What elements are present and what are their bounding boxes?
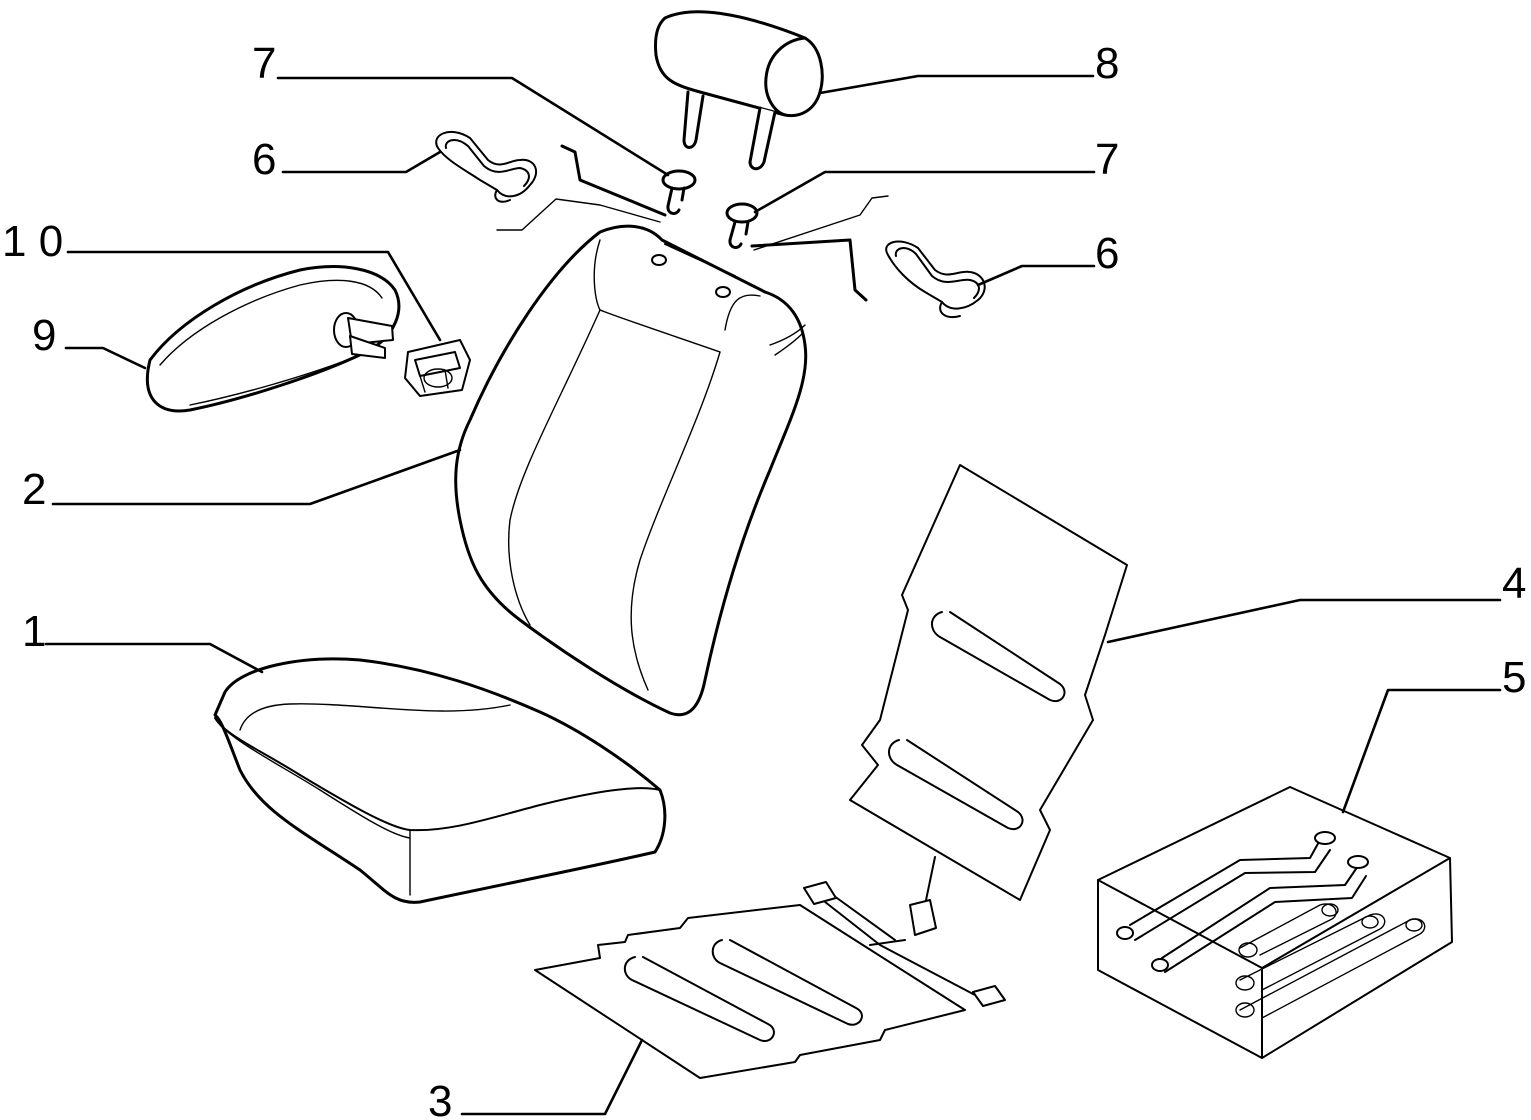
callout-7-right: 7 (1095, 135, 1119, 184)
callout-2: 2 (22, 465, 46, 514)
part-5-heating-element-kit (1097, 786, 1453, 1059)
callout-8: 8 (1095, 39, 1119, 88)
callout-9: 9 (32, 311, 56, 360)
part-1-seat-cushion (213, 657, 667, 904)
leader-lines (44, 74, 1502, 1116)
part-7-guide-left (661, 169, 697, 215)
callout-3: 3 (428, 1077, 452, 1120)
part-2-backrest (454, 224, 808, 717)
part-8-headrest (654, 10, 824, 171)
part-6-clip-left (435, 131, 538, 203)
callout-6-right: 6 (1095, 229, 1119, 278)
callout-7-left: 7 (252, 39, 276, 88)
part-9-side-cover (145, 265, 401, 413)
part-3-seat-heating-pad (534, 881, 1006, 1079)
part-7-guide-right (725, 202, 759, 249)
part-6-clip-right (885, 240, 986, 318)
part-4-back-heating-pad (849, 464, 1128, 936)
callout-4: 4 (1502, 559, 1526, 608)
headrest-wire-rods (496, 144, 889, 302)
callout-1: 1 (22, 607, 46, 656)
callout-5: 5 (1502, 653, 1526, 702)
callout-labels: 7 8 6 7 1 0 6 9 2 1 4 5 3 (2, 39, 1526, 1120)
callout-6-left: 6 (252, 135, 276, 184)
part-10-bracket (404, 339, 471, 397)
callout-10: 1 0 (2, 217, 63, 266)
